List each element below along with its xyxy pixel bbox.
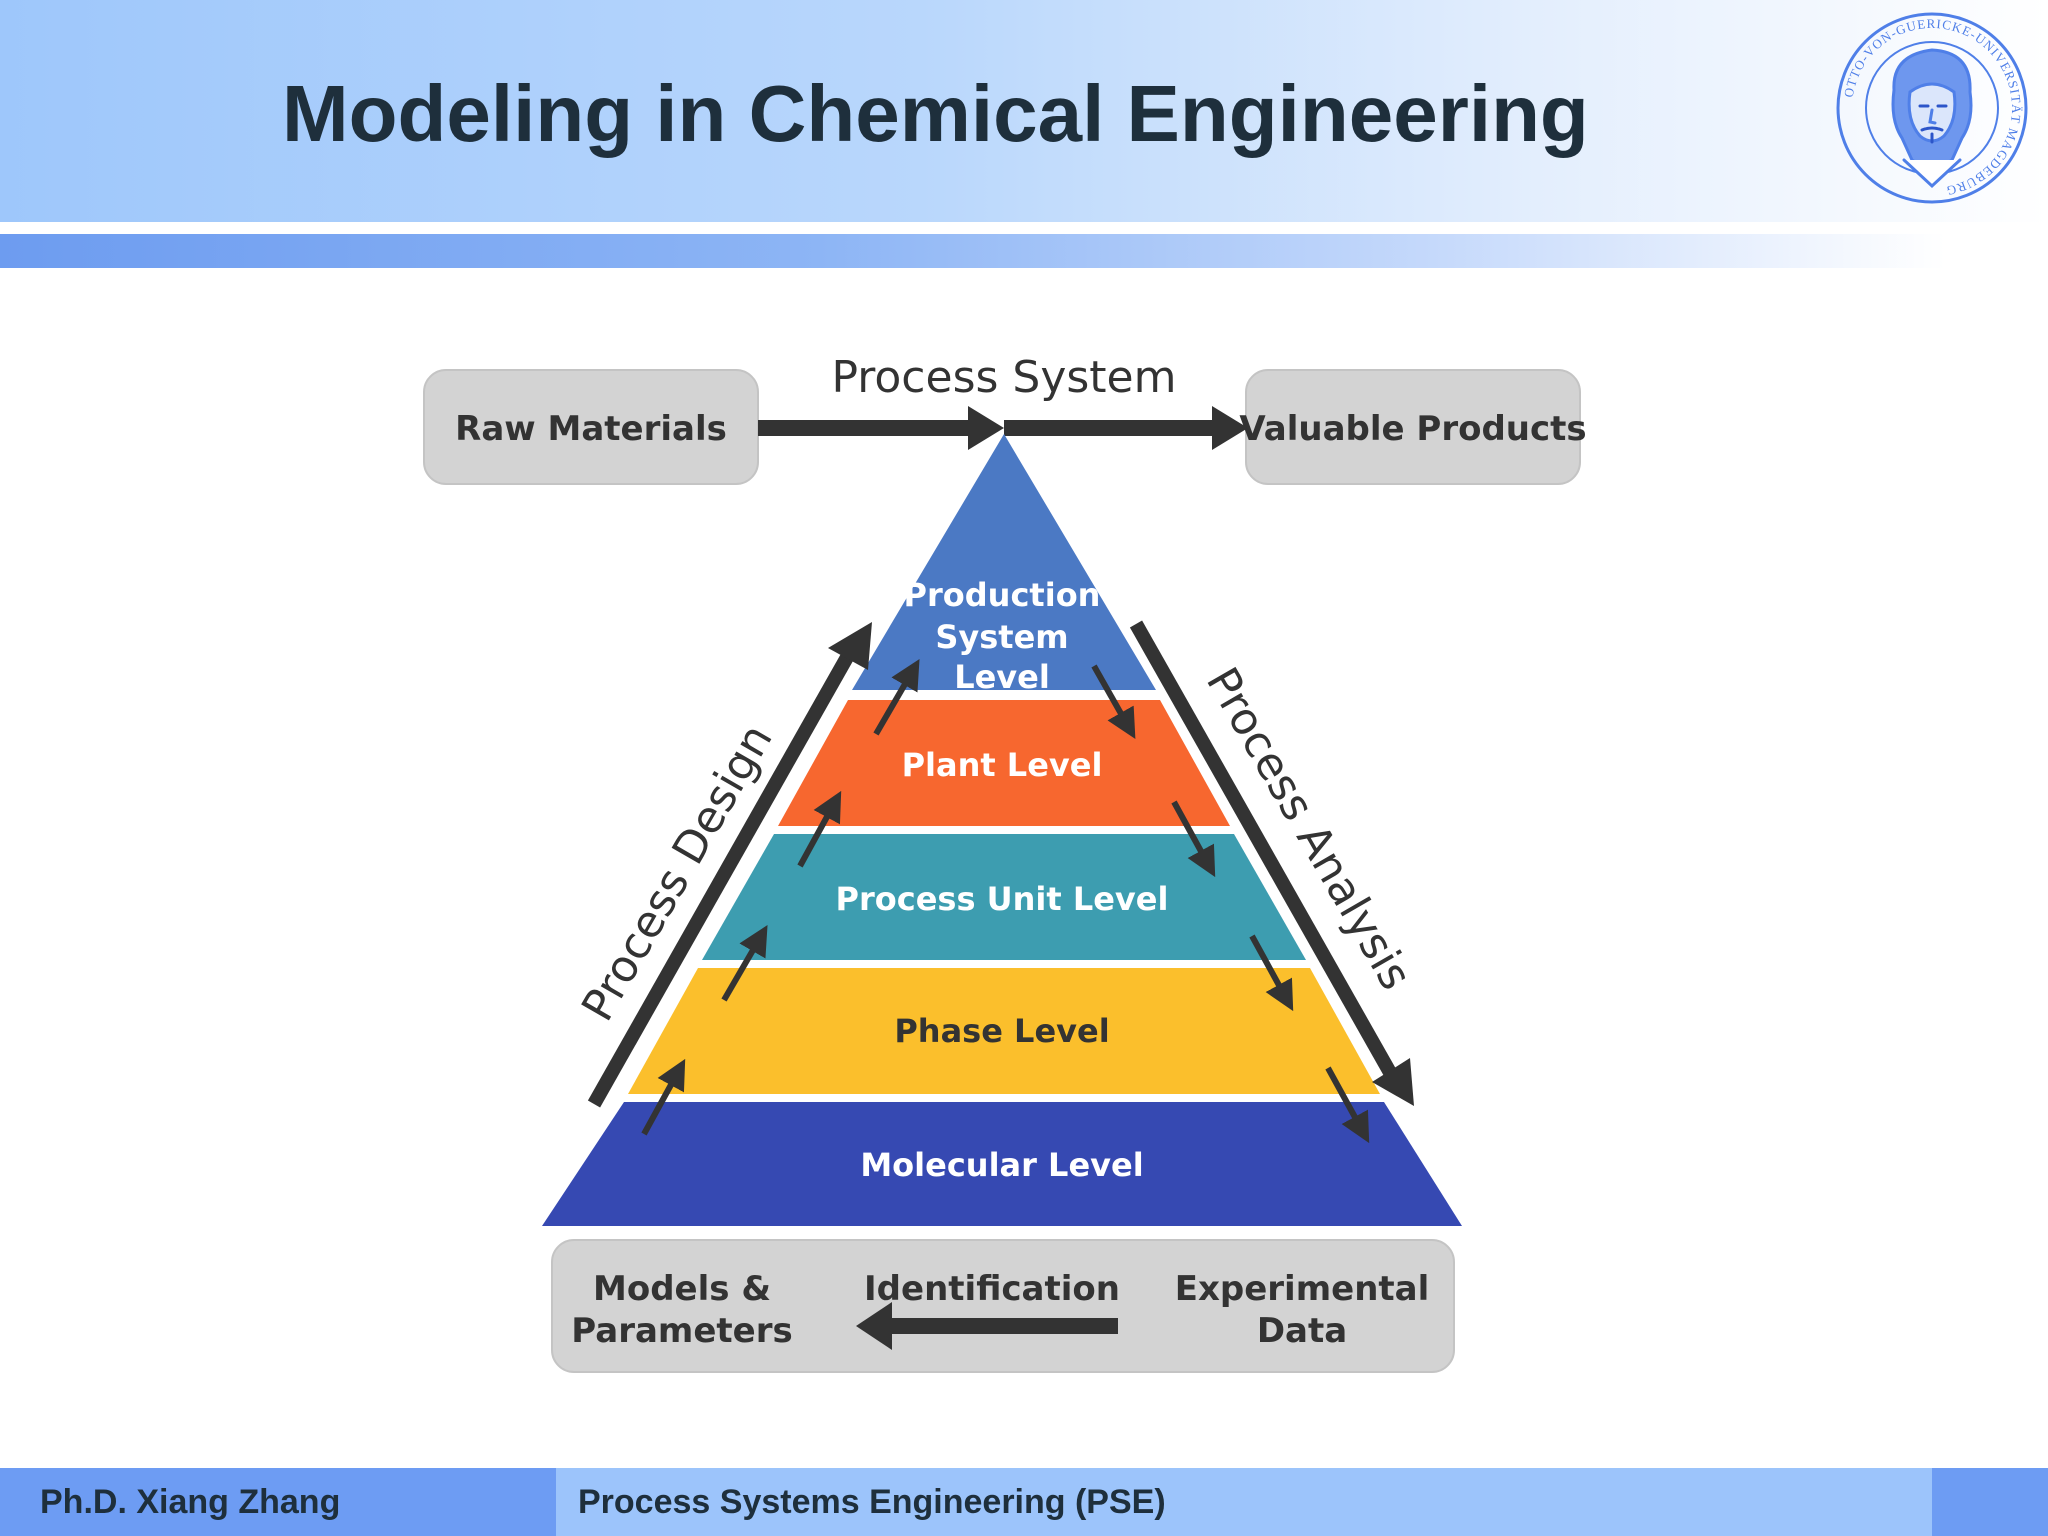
footer-course: Process Systems Engineering (PSE) [578, 1483, 1166, 1521]
process-design-arrow [587, 622, 872, 1108]
footer-right-band [1932, 1468, 2048, 1536]
pyramid-level-production-system [852, 434, 1156, 690]
portrait-icon [1891, 48, 1973, 189]
level-label-phase: Phase Level [894, 1012, 1109, 1050]
experimental-label-line1: Experimental [1175, 1269, 1430, 1309]
footer-left-band [0, 1468, 556, 1536]
output-flow-arrow [1004, 406, 1248, 450]
pyramid-level-molecular [542, 1102, 1462, 1226]
footer-middle-band [556, 1468, 1932, 1536]
identification-label: Identification [864, 1269, 1120, 1309]
identification-arrow [856, 1302, 1118, 1350]
footer-author: Ph.D. Xiang Zhang [40, 1483, 341, 1521]
process-analysis-arrow [1129, 620, 1414, 1106]
identification-box [551, 1239, 1455, 1373]
level-label-molecular: Molecular Level [860, 1146, 1143, 1184]
process-system-label: Process System [832, 352, 1177, 403]
input-flow-arrow [758, 406, 1004, 450]
design-step-arrows [641, 659, 920, 1136]
level-label-plant: Plant Level [902, 746, 1103, 784]
analysis-step-arrows [1091, 664, 1370, 1144]
header-separator [0, 222, 2048, 234]
models-label-line1: Models & [593, 1269, 771, 1309]
pyramid-level-process-unit [702, 834, 1306, 960]
valuable-products-label: Valuable Products [1239, 409, 1586, 449]
header-rule [0, 234, 2048, 268]
slide-title: Modeling in Chemical Engineering [282, 69, 1589, 158]
experimental-label-line2: Data [1257, 1311, 1347, 1351]
level-label-process-unit: Process Unit Level [836, 880, 1169, 918]
level-label-system: System [935, 618, 1068, 656]
level-label-level: Level [954, 658, 1050, 696]
level-label-production: Production [904, 576, 1101, 614]
header-band [0, 0, 2048, 222]
pyramid-level-phase [628, 968, 1380, 1094]
models-label-line2: Parameters [571, 1311, 792, 1351]
raw-materials-label: Raw Materials [455, 409, 727, 449]
university-seal-logo: OTTO-VON-GUERICKE-UNIVERSITÄT MAGDEBURG [1836, 12, 2028, 204]
